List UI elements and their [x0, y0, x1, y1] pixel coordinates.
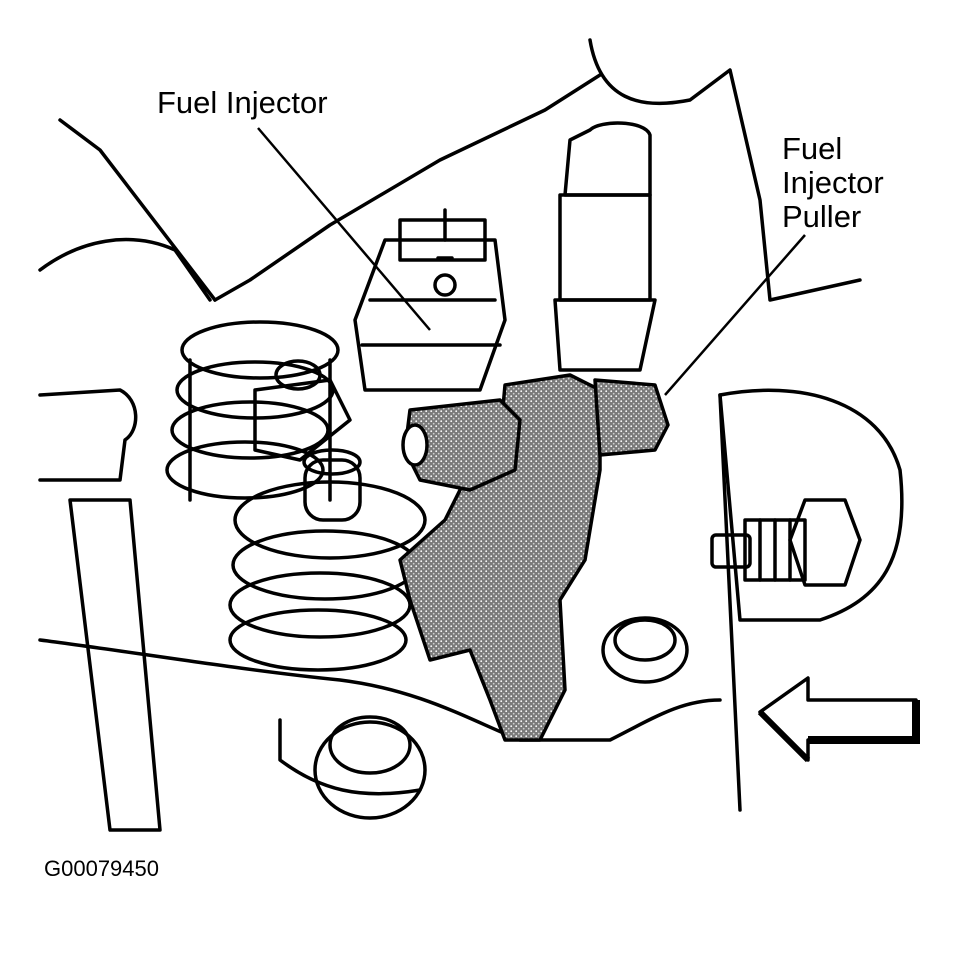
label-puller-line-1: Fuel: [782, 131, 843, 166]
upper-left-casting: [38, 118, 217, 302]
middle-bolt-head: [601, 616, 689, 684]
label-puller-line-3: Puller: [782, 199, 862, 234]
arrow-left-icon: [757, 676, 920, 763]
leader-line-puller: [664, 234, 806, 396]
side-housing-lip: [718, 393, 742, 812]
adjusting-bolt: [710, 498, 862, 587]
fuel-injector-body: [353, 208, 507, 392]
rocker-arm: [253, 378, 352, 462]
leader-line-injector: [257, 127, 431, 331]
fuel-injector-neighbor: [553, 121, 657, 372]
label-puller-line-2: Injector: [782, 165, 884, 200]
valve-spring-rear: [165, 320, 340, 502]
figure-code: G00079450: [44, 856, 159, 881]
left-bracket: [38, 388, 138, 482]
valve-spring-front: [228, 448, 427, 672]
cylinder-head-lower: [38, 638, 722, 742]
side-housing: [718, 388, 904, 622]
lower-left-cavity: [278, 718, 422, 796]
label-fuel-injector-puller: Fuel Injector Puller: [782, 132, 884, 234]
rocker-bolt: [274, 359, 322, 391]
fuel-injector-puller-tool: [398, 373, 670, 742]
fuel-rail: [68, 498, 162, 832]
valve-cover-edge: [213, 73, 602, 302]
lower-bolt-head: [313, 715, 427, 820]
upper-right-housing: [588, 38, 862, 302]
label-fuel-injector: Fuel Injector: [157, 85, 328, 120]
